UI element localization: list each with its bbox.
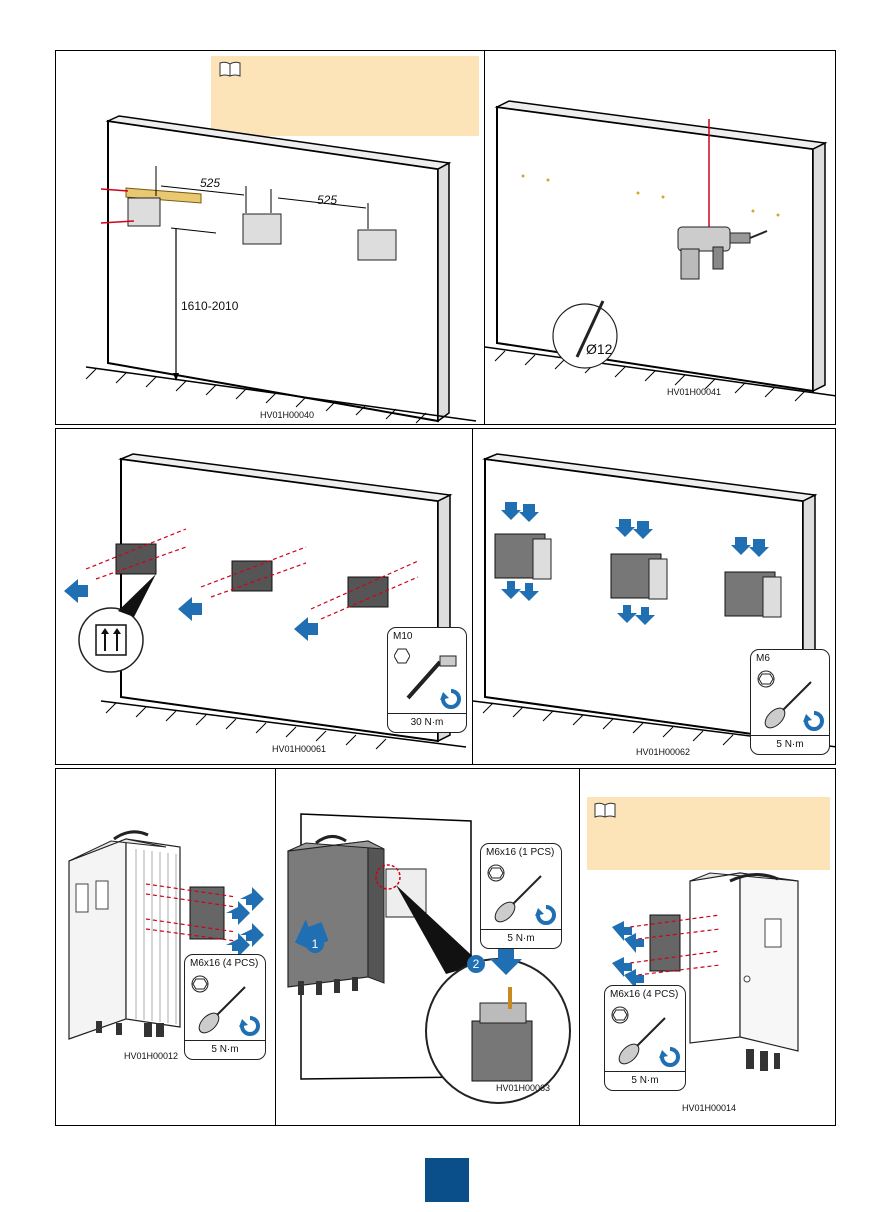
panel-drill-holes: Ø12 HV01H00041	[484, 50, 836, 425]
hang-inverter-drawing	[287, 813, 571, 1104]
panel-install-expansion-bolts: M10 30 N·m HV01H00061	[55, 428, 473, 765]
hex-bolt-icon	[191, 975, 209, 993]
push-arrow-icon	[64, 579, 318, 641]
hex-bolt-icon	[394, 648, 410, 664]
tool-size: M6x16 (4 PCS)	[190, 958, 259, 969]
panel-bracket-on-inverter-b: M6x16 (4 PCS) 5 N·m HV01H00014	[579, 768, 836, 1126]
hex-bolt-icon	[487, 864, 505, 882]
tool-size: M6x16 (4 PCS)	[610, 989, 679, 1000]
tool-box: M6 5 N·m	[750, 649, 830, 755]
tool-torque: 30 N·m	[388, 713, 466, 732]
page-number-badge	[425, 1158, 469, 1202]
screwdriver-icon	[764, 681, 812, 729]
inverter-bracket-drawing	[68, 830, 264, 1040]
tool-box: M6x16 (4 PCS) 5 N·m	[604, 985, 686, 1091]
socket-wrench-icon	[406, 655, 457, 700]
tool-torque: 5 N·m	[605, 1071, 685, 1090]
clockwise-tighten-icon	[659, 1047, 680, 1067]
note-box	[587, 797, 830, 870]
book-note-icon	[594, 802, 616, 818]
height-range-label: 1610-2010	[181, 299, 239, 313]
panel-bracket-on-inverter-a: M6x16 (4 PCS) 5 N·m HV01H00012	[55, 768, 276, 1126]
figure-code: HV01H00012	[124, 1051, 179, 1061]
tool-box: M6x16 (4 PCS) 5 N·m	[184, 954, 266, 1060]
step-2-badge: 2	[467, 955, 485, 973]
tool-torque: 5 N·m	[481, 929, 561, 948]
drill-bit-callout	[552, 303, 618, 369]
clockwise-tighten-icon	[239, 1016, 260, 1036]
tool-torque: 5 N·m	[185, 1040, 265, 1059]
book-note-icon	[219, 61, 241, 77]
inverter-back-drawing	[612, 872, 799, 1071]
screwdriver-icon	[198, 986, 246, 1034]
clockwise-tighten-icon	[803, 711, 824, 731]
clockwise-tighten-icon	[535, 905, 556, 925]
this-side-up-icon	[95, 624, 127, 656]
figure-code: HV01H00041	[667, 387, 722, 397]
wall-marking-drawing	[85, 115, 477, 424]
step-1-badge: 1	[306, 935, 324, 953]
tool-size: M10	[393, 631, 413, 642]
drill-icon	[677, 226, 768, 280]
screwdriver-icon	[618, 1017, 666, 1065]
panel-attach-brackets: M6 5 N·m HV01H00062	[472, 428, 836, 765]
note-box	[211, 56, 479, 136]
drill-holes-drawing	[485, 100, 835, 402]
figure-code: HV01H00061	[272, 744, 327, 754]
hex-bolt-icon	[757, 670, 775, 688]
tool-size: M6x16 (1 PCS)	[486, 847, 555, 858]
panel-hang-inverter: 1 2 M6x16 (1 PCS) 5 N·m HV01H00063	[275, 768, 580, 1126]
dimension-label-a: 525	[200, 176, 221, 190]
clockwise-tighten-icon	[440, 689, 461, 709]
hex-bolt-icon	[611, 1006, 629, 1024]
figure-code: HV01H00063	[496, 1083, 551, 1093]
expansion-bolts-drawing	[64, 453, 467, 750]
tool-size: M6	[756, 653, 770, 664]
attach-brackets-drawing	[473, 453, 835, 748]
panel-wall-marking: 525 525 1610-2010 HV01H00040	[55, 50, 485, 425]
screwdriver-icon	[494, 875, 542, 923]
figure-code: HV01H00014	[682, 1103, 737, 1113]
tool-torque: 5 N·m	[751, 735, 829, 754]
tool-box: M10 30 N·m	[387, 627, 467, 733]
figure-code: HV01H00040	[260, 410, 315, 420]
tool-box: M6x16 (1 PCS) 5 N·m	[480, 843, 562, 949]
dimension-label-b: 525	[317, 193, 338, 207]
figure-code: HV01H00062	[636, 747, 691, 757]
drill-bit-size: Ø12	[586, 341, 613, 357]
